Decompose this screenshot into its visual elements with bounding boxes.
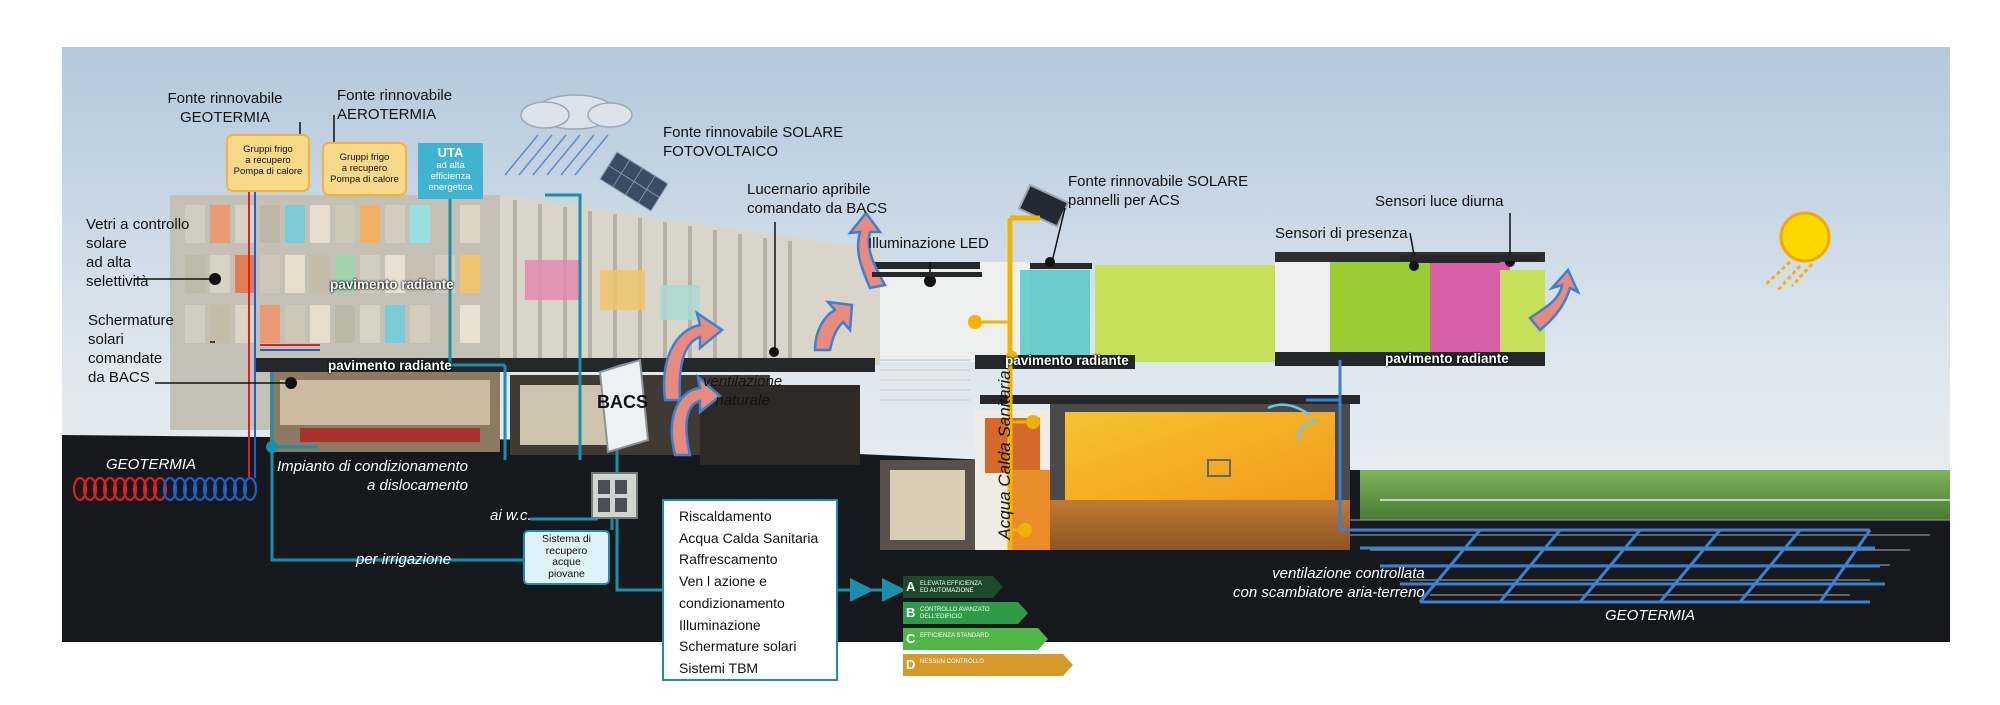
rating-arrow-b <box>903 602 1028 624</box>
rating-letter-d: D <box>906 657 916 672</box>
label-impianto: Impianto di condizionamento a dislocamen… <box>277 458 468 494</box>
ventilation-arrows <box>662 210 1581 457</box>
label-fotovoltaico-source: Fonte rinnovabile SOLARE FOTOVOLTAICO <box>663 124 844 160</box>
floor-label-right: pavimento radiante <box>1385 351 1509 366</box>
systems-item: Sistemi TBM <box>679 659 759 676</box>
geothermal-coil-left <box>72 476 258 502</box>
floor-label-center: pavimento radiante <box>1005 353 1129 368</box>
rating-label-a: ELEVATA EFFICIENZA ED AUTOMAZIONE <box>920 581 983 594</box>
rating-label-d: NESSUN CONTROLLO <box>920 659 985 665</box>
uta-description: ad alta efficienza energetica <box>428 160 473 193</box>
label-geotermia-right: GEOTERMIA <box>1605 607 1696 624</box>
rating-label-c: EFFICIENZA STANDARD <box>920 633 989 639</box>
label-schermature: Schermature solari comandate da BACS <box>88 312 174 386</box>
label-geotermia-source: Fonte rinnovabile GEOTERMIA <box>167 90 283 126</box>
floor-label-upper-left: pavimento radiante <box>330 277 454 292</box>
rating-letter-b: B <box>906 605 916 620</box>
systems-item: Illuminazione <box>679 616 761 633</box>
geothermal-grid-right <box>1340 528 1885 604</box>
pv-panels <box>599 151 669 212</box>
systems-item: Riscaldamento <box>679 508 772 524</box>
bacs-cabinet <box>591 358 650 519</box>
label-illuminazione-led: Illuminazione LED <box>868 235 989 252</box>
label-sensori-luce: Sensori luce diurna <box>1375 193 1504 210</box>
leader-lines <box>134 115 1511 384</box>
label-vetri: Vetri a controllo solare ad alta seletti… <box>86 216 190 290</box>
systems-item: Schermature solari <box>679 638 797 655</box>
distribution-pipes <box>270 190 868 592</box>
label-solare-acs-source: Fonte rinnovabile SOLARE pannelli per AC… <box>1068 173 1249 209</box>
heat-pump-unit-2: Gruppi frigo a recupero Pompa di calore <box>322 142 407 196</box>
uta-title: UTA <box>437 145 464 160</box>
label-ventilazione-controllata: ventilazione controllata con scambiatore… <box>1233 565 1425 601</box>
rating-letter-c: C <box>906 631 916 646</box>
acs-line <box>968 215 1040 550</box>
bacs-systems-list: Riscaldamento Acqua Calda Sanitaria Raff… <box>662 499 838 681</box>
systems-item: Acqua Calda Sanitaria <box>679 529 819 546</box>
rating-arrow-a <box>903 576 1003 598</box>
efficiency-rating-scale <box>903 576 1073 676</box>
acqua-calda-vertical-label: Acqua Calda Sanitaria <box>995 370 1014 540</box>
uta-unit: UTA ad alta efficienza energetica <box>418 143 483 199</box>
systems-item: Raffrescamento <box>679 551 778 568</box>
rating-arrow-d <box>903 654 1073 676</box>
floor-label-lower-left: pavimento radiante <box>328 358 452 373</box>
rating-letter-a: A <box>906 579 916 594</box>
label-per-irrigazione: per irrigazione <box>356 551 452 568</box>
label-ai-wc: ai w.c. <box>490 507 532 524</box>
sun <box>1763 211 1831 292</box>
rain-cloud <box>504 94 633 176</box>
systems-item: condizionamento <box>679 594 785 611</box>
label-lucernario: Lucernario apribile comandato da BACS <box>747 181 888 217</box>
center-stairs <box>880 359 970 401</box>
systems-item: Ven l azione e <box>679 573 767 590</box>
bacs-label: BACS <box>597 392 649 412</box>
label-aerotermia-source: Fonte rinnovabile AEROTERMIA <box>337 87 453 123</box>
air-flow-arrows <box>1267 403 1319 441</box>
rating-arrow-c <box>903 628 1048 650</box>
rainwater-recovery-box: Sistema di recupero acque piovane <box>523 530 610 585</box>
rating-label-b: CONTROLLO AVANZATO DELL'EDIFICIO <box>920 607 990 620</box>
efficiency-rating-labels: A ELEVATA EFFICIENZA ED AUTOMAZIONE B CONTR… <box>903 576 1103 686</box>
label-sensori-presenza: Sensori di presenza <box>1275 225 1408 242</box>
label-ventilazione-naturale: ventilazione naturale <box>703 373 783 409</box>
heat-pump-unit-1: Gruppi frigo a recupero Pompa di calore <box>226 134 310 192</box>
label-geotermia-left: GEOTERMIA <box>106 456 197 473</box>
